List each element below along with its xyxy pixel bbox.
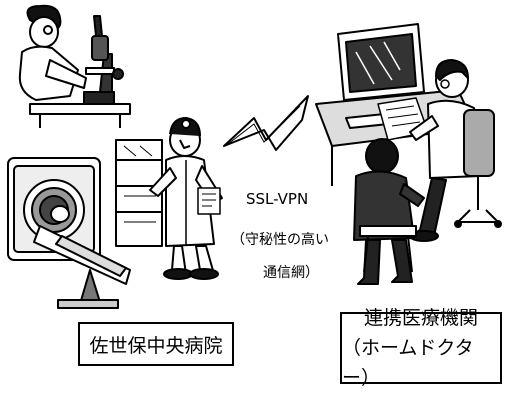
partner-name-line1: 連携医療機関 xyxy=(363,307,478,329)
vpn-description-line2: 通信網） xyxy=(263,265,319,281)
vpn-protocol-label: SSL-VPN xyxy=(246,190,309,208)
hospital-name: 佐世保中央病院 xyxy=(89,334,223,357)
vpn-description-line1: （守秘性の高い xyxy=(231,232,329,248)
home-doctor-computer-icon xyxy=(315,23,502,242)
doctor-icon xyxy=(115,117,223,280)
hospital-label: 佐世保中央病院 xyxy=(78,322,234,366)
ct-scanner-icon xyxy=(7,157,131,309)
partner-label: 連携医療機関 （ホームドクター） xyxy=(340,307,502,389)
patient-icon xyxy=(353,138,425,285)
partner-name-line2: （ホームドクター） xyxy=(342,337,474,389)
lightning-bolt-icon xyxy=(223,95,309,151)
microscope-technician-icon xyxy=(18,4,131,128)
